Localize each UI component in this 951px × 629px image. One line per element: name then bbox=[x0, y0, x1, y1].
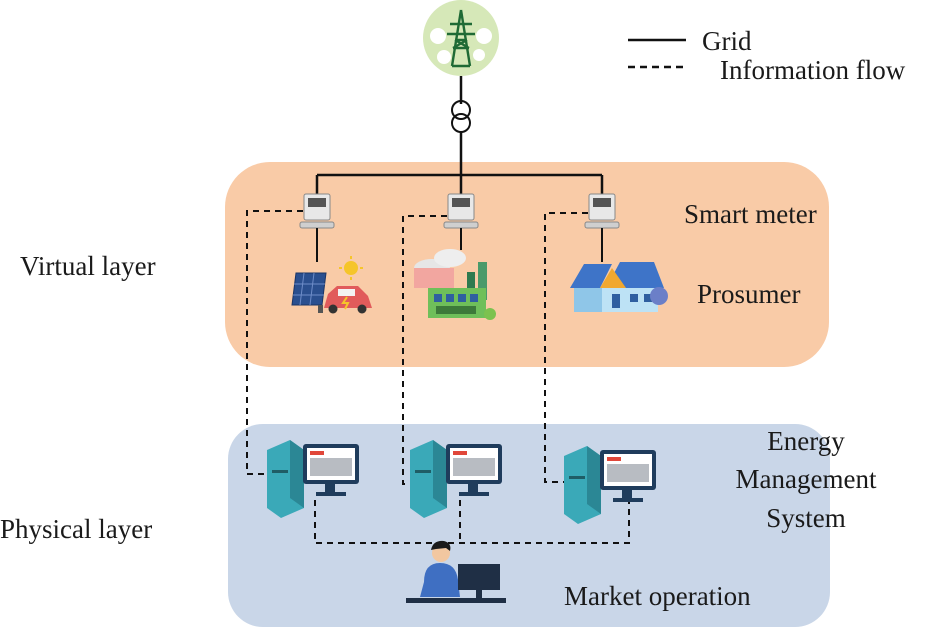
transformer-icon bbox=[451, 100, 471, 133]
smart-meter-label: Smart meter bbox=[684, 199, 817, 229]
computer-workstation-icon bbox=[267, 440, 359, 518]
smart-meter-icon bbox=[584, 193, 620, 229]
ems-label-line2: Management bbox=[735, 464, 877, 494]
ems-label-line1: Energy bbox=[767, 426, 845, 456]
legend-info-flow-label: Information flow bbox=[720, 55, 906, 85]
solar-house-icon bbox=[570, 262, 668, 312]
physical-layer-label: Physical layer bbox=[0, 514, 153, 544]
smart-meter-icon bbox=[299, 193, 335, 229]
ems-label-line3: System bbox=[766, 503, 846, 533]
prosumer-label: Prosumer bbox=[697, 279, 801, 309]
physical-layer-region bbox=[228, 424, 830, 627]
smart-meter-icon bbox=[443, 193, 479, 229]
transmission-tower-icon bbox=[423, 0, 499, 76]
computer-workstation-icon bbox=[410, 440, 502, 518]
legend-grid-label: Grid bbox=[702, 26, 752, 56]
market-operation-label: Market operation bbox=[564, 581, 751, 611]
legend bbox=[628, 38, 686, 69]
solar-ev-icon bbox=[291, 256, 372, 314]
virtual-layer-label: Virtual layer bbox=[20, 251, 156, 281]
operator-at-desk-icon bbox=[406, 540, 506, 603]
virtual-layer-region bbox=[225, 162, 829, 367]
factory-icon bbox=[414, 249, 496, 320]
computer-workstation-icon bbox=[564, 446, 656, 524]
